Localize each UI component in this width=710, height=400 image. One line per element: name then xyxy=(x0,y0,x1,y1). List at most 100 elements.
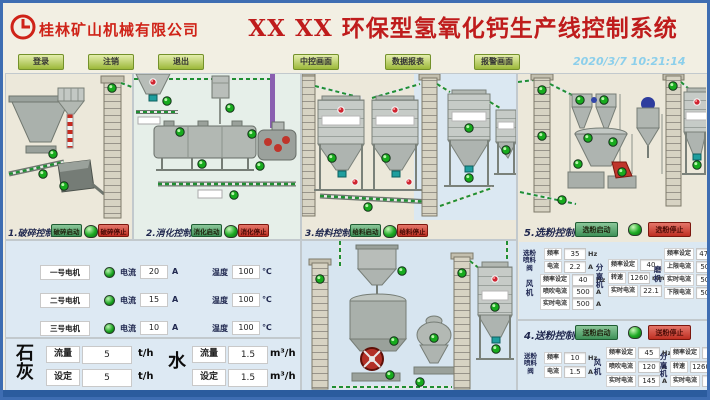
status-lamp-icon xyxy=(573,159,583,169)
status-lamp-icon xyxy=(608,137,618,147)
sec4-separator-label: 分离机 xyxy=(659,352,668,379)
field-label: 下限电流 xyxy=(664,287,695,299)
surge-bin xyxy=(56,87,86,149)
field-unit: A xyxy=(596,300,602,308)
convey-start-button[interactable]: 送粉启动 xyxy=(575,325,618,340)
motor2-name: 二号电机 xyxy=(40,293,90,308)
status-lamp-icon xyxy=(617,167,627,177)
status-lamp-icon xyxy=(537,85,547,95)
classify-start-button[interactable]: 选粉启动 xyxy=(575,222,618,237)
status-lamp-icon xyxy=(490,302,500,312)
level-pipe-indicator xyxy=(66,113,74,149)
water-set-value[interactable]: 1.5 xyxy=(228,369,268,387)
field-label: 上限电流 xyxy=(664,261,695,273)
current-unit: A xyxy=(172,267,179,276)
lime-set-label: 设定 xyxy=(46,369,80,386)
current-value: 145 xyxy=(638,375,661,387)
status-lamp-icon xyxy=(457,268,467,278)
freq-setpoint[interactable]: 45 xyxy=(638,347,661,359)
logout-button[interactable]: 注销 xyxy=(88,54,134,70)
hydrate-stop-button[interactable]: 消化停止 xyxy=(238,224,269,237)
bucket-elevator xyxy=(100,75,125,219)
feed-start-button[interactable]: 给料启动 xyxy=(350,224,381,237)
hydrate-start-button[interactable]: 消化启动 xyxy=(191,224,222,237)
status-lamp-icon xyxy=(429,333,439,343)
crushing-diagram xyxy=(8,75,132,219)
current-value: 120 xyxy=(638,361,661,373)
weigh-hopper xyxy=(355,244,407,297)
status-lamp-icon xyxy=(668,81,678,91)
freq-setpoint[interactable]: 40 xyxy=(702,347,707,359)
status-lamp-icon xyxy=(327,153,337,163)
sec1-title: 1.破碎控制 xyxy=(8,229,54,239)
freq-setpoint[interactable]: 40 xyxy=(640,259,663,271)
field-unit: A xyxy=(588,263,594,271)
sec3-title: 3.给料控制 xyxy=(305,229,351,239)
status-lamp-icon xyxy=(501,145,511,155)
level-alarm-icon xyxy=(337,106,345,114)
conveying-diagram xyxy=(308,241,514,390)
feeding-panel: 3.给料控制 给料启动 给料停止 xyxy=(301,73,517,240)
current-value: 500 xyxy=(572,286,595,298)
conveying-diagram-panel xyxy=(301,240,517,394)
sec4-title: 4.送粉控制 xyxy=(524,331,575,342)
bucket-elevator xyxy=(302,74,316,217)
freq-value[interactable]: 35 xyxy=(564,248,587,260)
convey-stop-button[interactable]: 送粉停止 xyxy=(648,325,691,340)
exit-button[interactable]: 退出 xyxy=(158,54,204,70)
freq-value[interactable]: 10 xyxy=(564,352,587,364)
status-lamp-icon xyxy=(315,274,325,284)
status-lamp-icon xyxy=(59,181,69,191)
bucket-elevator xyxy=(418,74,441,217)
bottom-bar xyxy=(3,390,707,397)
lime-set-value[interactable]: 5 xyxy=(82,369,132,387)
status-lamp-icon xyxy=(491,344,501,354)
field-unit: Hz xyxy=(662,349,672,357)
crush-start-button[interactable]: 破碎启动 xyxy=(51,224,82,237)
freq-setpoint[interactable]: 40 xyxy=(572,274,595,286)
collecting-conveyor xyxy=(319,193,433,212)
classify-run-lamp-icon xyxy=(628,223,642,236)
equipment-tag xyxy=(497,121,515,130)
field-unit: A xyxy=(588,368,594,376)
level-alarm-icon xyxy=(149,78,157,86)
classifying-diagram xyxy=(518,74,706,213)
main-screen-button[interactable]: 中控画面 xyxy=(293,54,339,70)
equipment-tag xyxy=(481,290,509,301)
equipment-tag xyxy=(321,115,361,126)
field-label: 频率设定 xyxy=(606,347,637,359)
login-button[interactable]: 登录 xyxy=(18,54,64,70)
feed-conveyor xyxy=(8,159,65,177)
feed-silo xyxy=(444,89,494,187)
conveying-panel: 4.送粉控制 送粉启动 送粉停止 送粉喷料阀 频率 10 Hz 电流 1.5 A… xyxy=(517,320,707,394)
crush-stop-button[interactable]: 破碎停止 xyxy=(98,224,129,237)
status-lamp-icon xyxy=(397,266,407,276)
classify-stop-button[interactable]: 选粉停止 xyxy=(648,222,691,237)
status-lamp-icon xyxy=(363,202,373,212)
control-cabinet xyxy=(211,75,230,124)
status-lamp-icon xyxy=(255,161,265,171)
alarm-screen-button[interactable]: 报警画面 xyxy=(474,54,520,70)
motor1-current-value: 20 xyxy=(140,265,168,279)
bucket-elevator xyxy=(662,74,685,207)
current-value: 20 xyxy=(702,375,707,387)
screw-feeder-top xyxy=(136,110,178,125)
hydration-diagram xyxy=(134,74,297,200)
freq-setpoint[interactable]: 47.5 xyxy=(696,248,707,260)
field-unit: Hz xyxy=(596,276,606,284)
field-label: 频率设定 xyxy=(540,274,571,286)
field-unit: Hz xyxy=(588,354,598,362)
current-value: 22.1 xyxy=(640,285,663,297)
level-alarm-icon xyxy=(351,178,359,186)
sec5-fan-label: 风机 xyxy=(525,279,534,297)
crush-run-lamp-icon xyxy=(84,225,98,238)
equipment-tag xyxy=(197,189,223,199)
materials-panel: 石灰 流量 5 t/h 设定 5 t/h 水 流量 1.5 m³/h 设定 1.… xyxy=(5,338,301,394)
current-value: 2.2 xyxy=(564,261,587,273)
status-lamp-icon xyxy=(175,127,185,137)
data-report-button[interactable]: 数据报表 xyxy=(385,54,431,70)
status-lamp-icon xyxy=(197,159,207,169)
speed-value: 1260 xyxy=(690,361,707,373)
feed-stop-button[interactable]: 给料停止 xyxy=(397,224,428,237)
